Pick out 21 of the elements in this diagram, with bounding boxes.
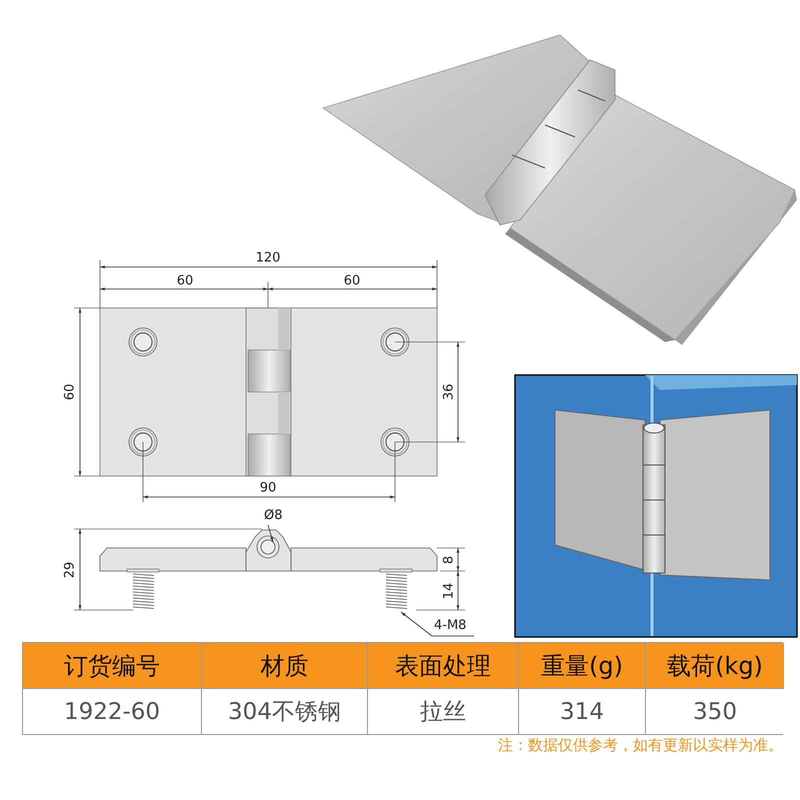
dimension-value: 8 [442, 554, 456, 566]
leader-line [268, 524, 274, 542]
dimension-value: 14 [442, 582, 456, 600]
dimension-value: 60 [176, 274, 194, 288]
dimension-value: 36 [442, 382, 456, 402]
table-header-cell: 订货编号 [23, 643, 202, 689]
dimension-value: 90 [258, 482, 278, 494]
table-header-cell: 表面处理 [368, 643, 519, 689]
table-header-cell: 材质 [202, 643, 368, 689]
bolt [386, 574, 408, 609]
table-header-cell: 载荷(kg) [646, 643, 784, 689]
note-text: 注：数据仅供参考，如有更新以实样为准。 [498, 736, 783, 755]
callout-label: Ø8 [264, 509, 283, 522]
dimension-value: 60 [342, 274, 362, 288]
leader-line [400, 612, 474, 636]
dimension-value: 29 [64, 560, 76, 580]
pin-hole [256, 536, 280, 558]
dimension-value: 60 [64, 382, 76, 402]
dimension-value: 120 [254, 252, 282, 264]
callout-label: 4-M8 [434, 619, 466, 632]
table-header-cell: 重量(g) [519, 643, 646, 689]
